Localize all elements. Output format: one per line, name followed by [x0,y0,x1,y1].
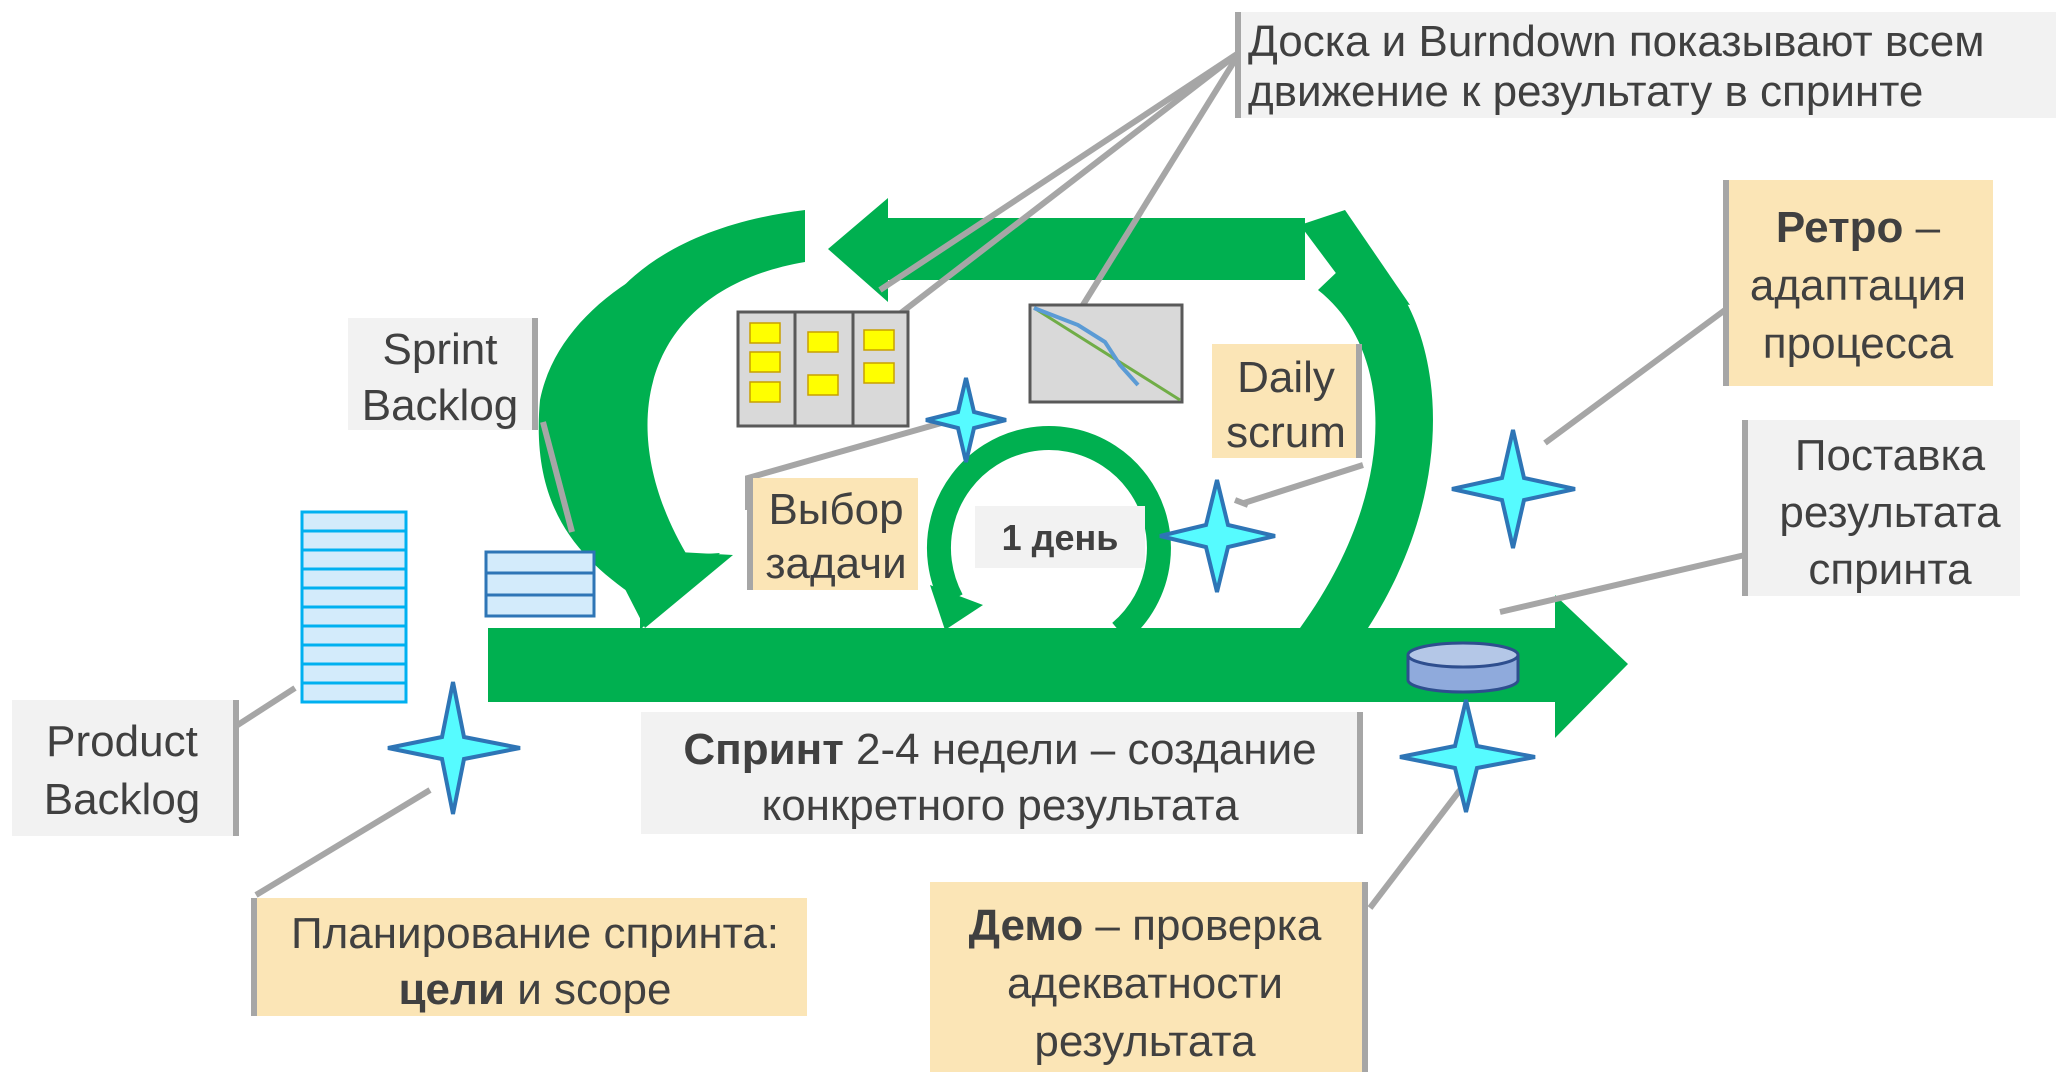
task-choice-line2: задачи [765,539,906,588]
four-point-star-icon [387,681,521,815]
burndown-chart-icon [1028,303,1184,404]
svg-text:Daily: Daily [1237,353,1335,402]
svg-text:Доска и Burndown показывают вс: Доска и Burndown показывают всем [1248,17,1984,66]
svg-text:адекватности: адекватности [1007,959,1283,1008]
svg-text:результата: результата [1779,488,2001,537]
sprint-duration: 2-4 недели – создание [844,725,1317,774]
demo-line3: результата [1034,1017,1256,1066]
delivery-callout: Поставка результата спринта [1742,420,2020,596]
svg-text:Backlog: Backlog [44,775,201,824]
retro-title: Ретро [1776,203,1903,252]
increment-disk-icon [1406,641,1520,694]
planning-scope: и scope [505,965,671,1014]
svg-text:Спринт 2-4 недели – создание: Спринт 2-4 недели – создание [683,725,1316,774]
connector-lines [231,49,1746,910]
planning-goals: цели [399,965,506,1014]
svg-text:Демо – проверка: Демо – проверка [969,901,1322,950]
product-backlog-line1: Product [46,717,198,766]
svg-text:Планирование спринта:: Планирование спринта: [291,909,779,958]
daily-loop-arrow-head [930,585,983,630]
svg-text:Выбор: Выбор [768,485,903,534]
delivery-line3: спринта [1808,545,1972,594]
task-choice-line1: Выбор [768,485,903,534]
svg-text:движение к результату в спринт: движение к результату в спринте [1248,67,1923,116]
demo-line2: адекватности [1007,959,1283,1008]
planning-label: Планирование спринта: цели и scope [251,898,807,1016]
four-point-star-icon [1159,479,1276,593]
demo-rest: – проверка [1083,901,1322,950]
svg-text:Product: Product [46,717,198,766]
planning-line1: Планирование спринта: [291,909,779,958]
delivery-line2: результата [1779,488,2001,537]
task-choice-label: Выбор задачи [747,478,918,590]
svg-text:спринта: спринта [1808,545,1972,594]
daily-scrum-line2: scrum [1226,408,1346,457]
daily-scrum-label: Daily scrum [1212,344,1362,458]
retro-dash: – [1903,203,1940,252]
top-return-arrow [828,198,1305,302]
svg-text:Ретро –: Ретро – [1776,203,1941,252]
product-backlog-line2: Backlog [44,775,201,824]
task-board-icon [736,310,910,428]
right-curved-arrow-head [1300,210,1410,305]
one-day-text: 1 день [1002,517,1119,558]
product-backlog-label: Product Backlog [12,700,239,836]
four-point-star-icon [1399,699,1536,813]
demo-title: Демо [969,901,1084,950]
milestone-stars [387,377,1576,815]
four-point-star-icon [1451,429,1576,549]
sprint-main-arrow [488,595,1628,738]
svg-text:адаптация: адаптация [1750,261,1966,310]
one-day-label: 1 день [975,506,1145,568]
board-burndown-line1: Доска и Burndown показывают всем [1248,17,1984,66]
delivery-line1: Поставка [1795,431,1986,480]
right-curved-arrow-body [1300,250,1433,628]
sprint-line2: конкретного результата [761,781,1239,830]
sprint-backlog-label: Sprint Backlog [348,318,538,430]
svg-text:Поставка: Поставка [1795,431,1986,480]
svg-text:процесса: процесса [1763,319,1954,368]
sprint-title: Спринт [683,725,843,774]
sprint-backlog-stack-icon [484,550,596,618]
retro-line2: адаптация [1750,261,1966,310]
svg-text:scrum: scrum [1226,408,1346,457]
retro-line3: процесса [1763,319,1954,368]
sprint-backlog-line2: Backlog [362,381,519,430]
product-backlog-stack-icon [300,510,408,704]
board-burndown-callout: Доска и Burndown показывают всем движени… [1235,12,2056,118]
daily-loop-arrow [926,426,1171,642]
board-burndown-line2: движение к результату в спринте [1248,67,1923,116]
svg-text:Sprint: Sprint [383,325,498,374]
svg-text:конкретного результата: конкретного результата [761,781,1239,830]
daily-scrum-line1: Daily [1237,353,1335,402]
sprint-description-label: Спринт 2-4 недели – создание конкретного… [641,712,1363,834]
left-curved-arrow-head [604,548,733,628]
svg-text:задачи: задачи [765,539,906,588]
retro-callout: Ретро – адаптация процесса [1723,180,1993,386]
demo-label: Демо – проверка адекватности результата [930,882,1368,1072]
left-curved-arrow-body [574,210,805,560]
svg-text:Backlog: Backlog [362,381,519,430]
four-point-star-icon [925,377,1007,463]
svg-text:цели и scope: цели и scope [399,965,672,1014]
svg-text:результата: результата [1034,1017,1256,1066]
svg-text:1 день: 1 день [1002,517,1119,558]
sprint-backlog-line1: Sprint [383,325,498,374]
